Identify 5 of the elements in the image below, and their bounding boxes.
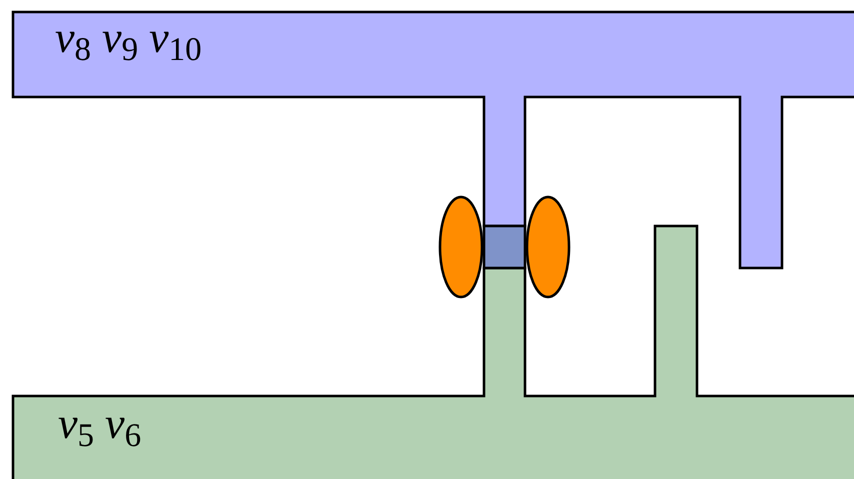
node-label: v$_{5}$ v$_{6}$ [58,402,142,446]
ellipse-marker [438,196,484,298]
overlap-region [482,224,526,270]
node-label: v$_{8}$ v$_{9}$ v$_{10}$ [55,16,202,60]
ellipse-marker [526,196,570,298]
